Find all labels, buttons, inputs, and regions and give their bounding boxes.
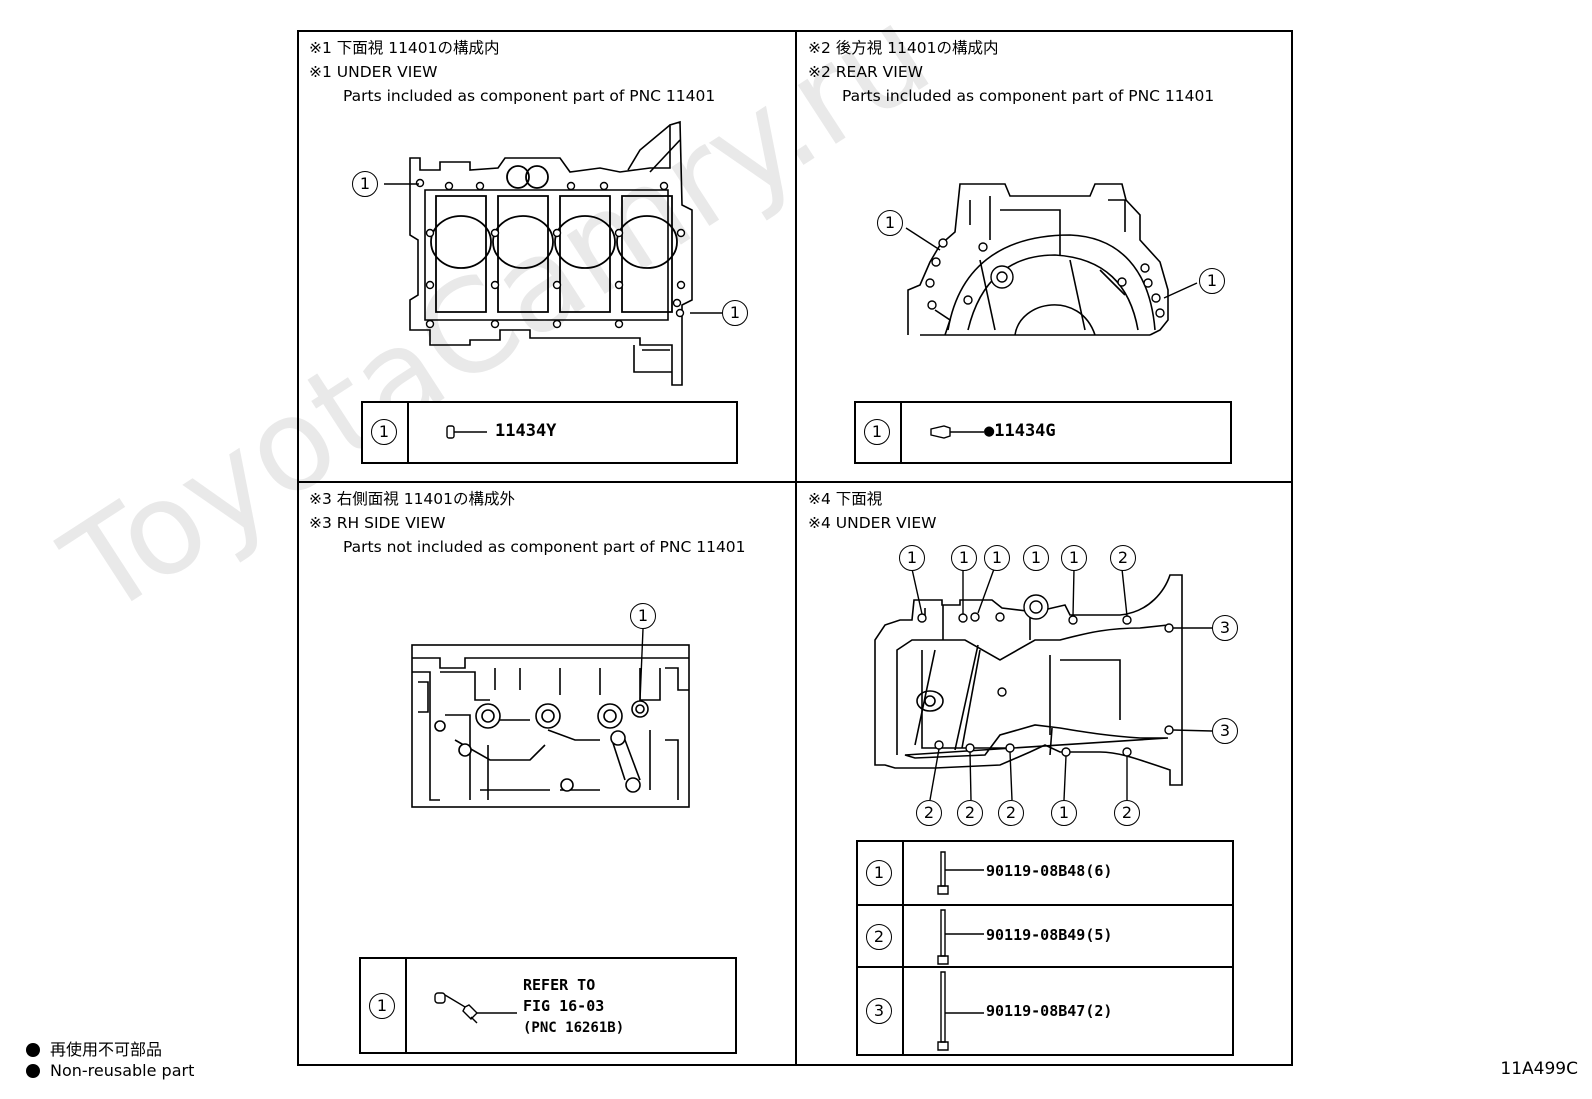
panel-4-callout-bottom-4: 1 xyxy=(1051,800,1077,826)
panel-4-callout-top-3: 1 xyxy=(984,545,1010,571)
panel-1-parts-row: 1 11434Y xyxy=(363,403,736,462)
panel-4-parts-num-cell-1: 1 xyxy=(858,842,904,904)
plug-icon xyxy=(446,425,487,439)
panel-4-parts-num-1: 1 xyxy=(866,860,892,886)
legend-jp: 再使用不可部品 xyxy=(26,1036,162,1060)
panel-4-parts-num-3: 3 xyxy=(866,998,892,1024)
panel-2-parts-num: 1 xyxy=(864,419,890,445)
panel-1-caption-en: ※1 UNDER VIEW xyxy=(309,63,438,81)
non-reusable-dot-icon xyxy=(26,1043,40,1057)
panel-4-parts-row-1: 1 90119-08B48(6) xyxy=(858,842,1232,904)
panel-4-callout-top-1: 1 xyxy=(899,545,925,571)
panel-1-parts-num: 1 xyxy=(371,419,397,445)
panel-4-part-code-3: 90119-08B47(2) xyxy=(986,1002,1113,1020)
panel-1-callout-2: 1 xyxy=(722,300,748,326)
panel-3-parts-num-cell: 1 xyxy=(361,959,407,1052)
panel-3-caption-en: ※3 RH SIDE VIEW xyxy=(309,514,446,532)
figure-code: 11A499C xyxy=(1500,1059,1578,1079)
panel-3-caption-note: Parts not included as component part of … xyxy=(343,538,746,556)
panel-4-callout-top-5: 1 xyxy=(1061,545,1087,571)
panel-4-parts-row-3: 3 90119-08B47(2) xyxy=(858,966,1232,1056)
panel-4-part-code-2: 90119-08B49(5) xyxy=(986,926,1113,944)
panel-2-caption-jp: ※2 後方視 11401の構成内 xyxy=(808,39,999,57)
panel-3-parts-row: 1 REFER TO FIG 16-03 (PNC 16261B) xyxy=(361,959,735,1052)
panel-2-parts-num-cell: 1 xyxy=(856,403,902,462)
panel-2-parts-table: 1 ●11434G xyxy=(854,401,1232,464)
panel-4-callout-top-4: 1 xyxy=(1023,545,1049,571)
panel-1-part-code: 11434Y xyxy=(495,421,557,441)
plug-icon xyxy=(930,425,984,439)
panel-4-caption-jp: ※4 下面視 xyxy=(808,490,883,508)
panel-4-callout-right-2: 3 xyxy=(1212,718,1238,744)
panel-1-parts-num-cell: 1 xyxy=(363,403,409,462)
legend-jp-text: 再使用不可部品 xyxy=(50,1040,163,1059)
panel-3-part-line3: (PNC 16261B) xyxy=(523,1020,625,1036)
panel-2-parts-row: 1 ●11434G xyxy=(856,403,1230,462)
panel-4-callout-bottom-2: 2 xyxy=(957,800,983,826)
bolt-icon xyxy=(937,971,984,1051)
panel-3-part-line2: FIG 16-03 xyxy=(523,997,605,1015)
panel-2-caption-en: ※2 REAR VIEW xyxy=(808,63,923,81)
panel-4-callout-bottom-3: 2 xyxy=(998,800,1024,826)
panel-4-parts-num-2: 2 xyxy=(866,924,892,950)
panel-3-parts-table: 1 REFER TO FIG 16-03 (PNC 16261B) xyxy=(359,957,737,1054)
panel-divider-horizontal xyxy=(297,481,1293,483)
oil-jet-icon xyxy=(434,992,517,1024)
legend-en: Non-reusable part xyxy=(26,1061,194,1080)
panel-2-callout-1: 1 xyxy=(877,210,903,236)
panel-4-caption: ※4 下面視 ※4 UNDER VIEW xyxy=(808,487,936,535)
panel-4-callout-right-1: 3 xyxy=(1212,615,1238,641)
panel-4-callout-top-6: 2 xyxy=(1110,545,1136,571)
panel-3-parts-num: 1 xyxy=(369,993,395,1019)
panel-2-part-code: ●11434G xyxy=(984,421,1056,441)
panel-3-caption-jp: ※3 右側面視 11401の構成外 xyxy=(309,490,516,508)
panel-1-caption: ※1 下面視 11401の構成内 ※1 UNDER VIEW Parts inc… xyxy=(309,36,715,108)
panel-4-caption-en: ※4 UNDER VIEW xyxy=(808,514,937,532)
panel-1-caption-jp: ※1 下面視 11401の構成内 xyxy=(309,39,500,57)
panel-1-caption-note: Parts included as component part of PNC … xyxy=(343,87,716,105)
panel-4-part-code-1: 90119-08B48(6) xyxy=(986,862,1113,880)
panel-3-part-line1: REFER TO xyxy=(523,976,596,994)
panel-4-parts-num-cell-3: 3 xyxy=(858,968,904,1056)
panel-4-callout-bottom-1: 2 xyxy=(916,800,942,826)
panel-3-callout-1: 1 xyxy=(630,603,656,629)
panel-4-parts-table: 1 90119-08B48(6) 2 90119-08B49(5) 3 xyxy=(856,840,1234,1056)
panel-3-caption: ※3 右側面視 11401の構成外 ※3 RH SIDE VIEW Parts … xyxy=(309,487,746,559)
bolt-icon xyxy=(937,909,984,965)
bolt-icon xyxy=(937,851,984,895)
panel-4-parts-row-2: 2 90119-08B49(5) xyxy=(858,904,1232,968)
panel-4-parts-num-cell-2: 2 xyxy=(858,906,904,968)
legend-en-text: Non-reusable part xyxy=(50,1061,195,1080)
panel-4-callout-bottom-5: 2 xyxy=(1114,800,1140,826)
non-reusable-dot-icon xyxy=(26,1064,40,1078)
panel-2-callout-2: 1 xyxy=(1199,268,1225,294)
panel-2-caption-note: Parts included as component part of PNC … xyxy=(842,87,1215,105)
panel-2-caption: ※2 後方視 11401の構成内 ※2 REAR VIEW Parts incl… xyxy=(808,36,1214,108)
panel-4-callout-top-2: 1 xyxy=(951,545,977,571)
panel-divider-vertical xyxy=(795,30,797,1066)
panel-1-parts-table: 1 11434Y xyxy=(361,401,738,464)
panel-1-callout-1: 1 xyxy=(352,171,378,197)
